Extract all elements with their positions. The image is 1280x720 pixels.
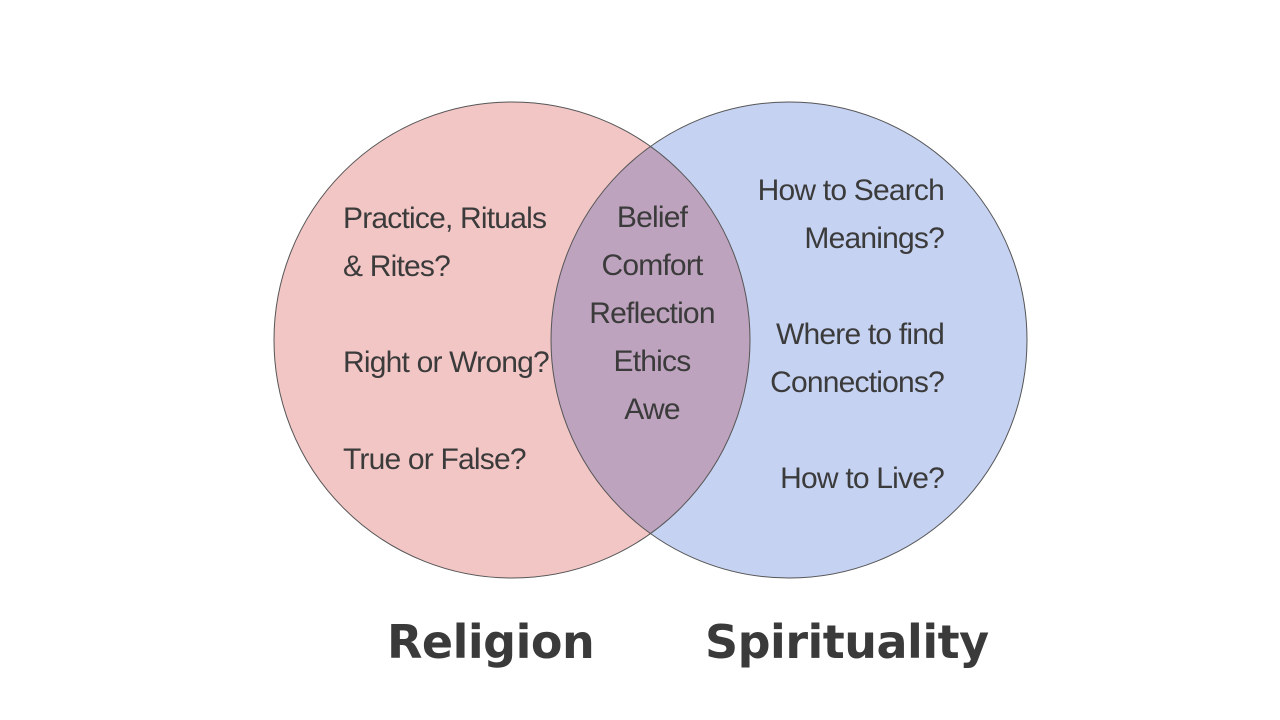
spirituality-item-line: Connections? — [770, 366, 945, 399]
spirituality-item-line: How to Live? — [780, 462, 945, 495]
spirituality-label: Spirituality — [705, 615, 989, 669]
spirituality-item-line: How to Search — [757, 174, 945, 207]
religion-item-line: True or False? — [343, 443, 527, 476]
religion-item-line: Right or Wrong? — [343, 346, 550, 379]
overlap-region — [551, 102, 750, 578]
religion-item-true-false: True or False? — [343, 436, 527, 484]
overlap-item: Ethics — [613, 345, 692, 378]
religion-item-line: & Rites? — [343, 250, 451, 283]
spirituality-item-line: Where to find — [775, 318, 945, 351]
religion-circle-outline — [273, 101, 751, 579]
overlap-item: Awe — [624, 393, 680, 426]
religion-item-right-wrong: Right or Wrong? — [343, 339, 550, 387]
spirituality-item-connections: Where to find Connections? — [770, 311, 945, 407]
spirituality-item-search: How to Search Meanings? — [757, 167, 945, 263]
overlap-item: Comfort — [601, 249, 703, 282]
spirituality-circle-outline — [550, 101, 1028, 579]
religion-item-line: Practice, Rituals — [343, 202, 547, 235]
overlap-item: Belief — [616, 201, 688, 234]
overlap-item: Reflection — [589, 297, 715, 330]
religion-label: Religion — [387, 615, 595, 669]
religion-item-practice: Practice, Rituals & Rites? — [343, 195, 547, 291]
overlap-items: Belief Comfort Reflection Ethics Awe — [552, 194, 752, 434]
spirituality-item-line: Meanings? — [804, 222, 944, 255]
spirituality-item-live: How to Live? — [780, 455, 945, 503]
